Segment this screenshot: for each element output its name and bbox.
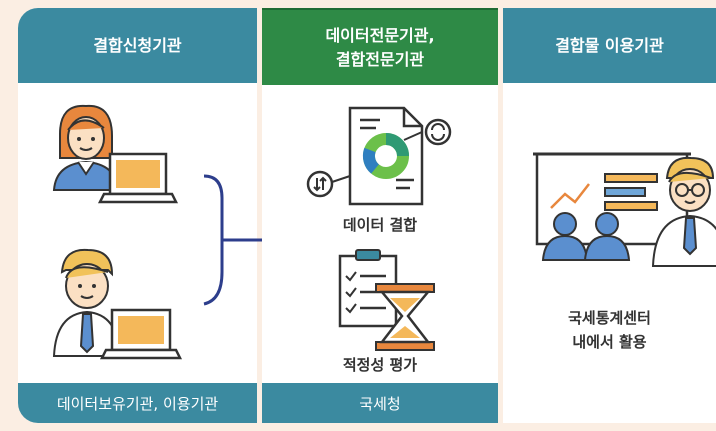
applicant-footer: 데이터보유기관, 이용기관: [18, 383, 257, 423]
expert-agency-header-line1: 데이터전문기관,: [325, 25, 435, 45]
data-join-document-icon: [306, 106, 452, 206]
result-user-caption-line1: 국세통계센터: [568, 309, 651, 327]
expert-agency-header-line2: 결합전문기관: [335, 49, 425, 69]
applicant-column: 결합신청기관 데이터보유기관, 이용기관: [18, 8, 257, 423]
applicant-header: 결합신청기관: [18, 8, 257, 83]
result-user-column: 결합물 이용기관 국세통계센터 내에서 활용: [503, 8, 716, 423]
woman-with-laptop-icon: [52, 104, 179, 204]
result-user-caption-line2: 내에서 활용: [572, 333, 647, 351]
adequacy-evaluation-icon: [338, 249, 435, 351]
presentation-board-icon: [533, 152, 716, 267]
adequacy-evaluation-label: 적정성 평가: [342, 356, 418, 374]
expert-agency-header: 데이터전문기관, 결합전문기관: [262, 8, 498, 85]
result-user-header: 결합물 이용기관: [503, 8, 716, 83]
result-user-caption: 국세통계센터 내에서 활용: [503, 306, 716, 354]
expert-agency-column: 데이터전문기관, 결합전문기관 데이터 결합: [262, 8, 498, 423]
expert-agency-footer: 국세청: [262, 383, 498, 423]
data-join-label: 데이터 결합: [342, 216, 418, 234]
man-with-laptop-icon: [52, 248, 183, 360]
